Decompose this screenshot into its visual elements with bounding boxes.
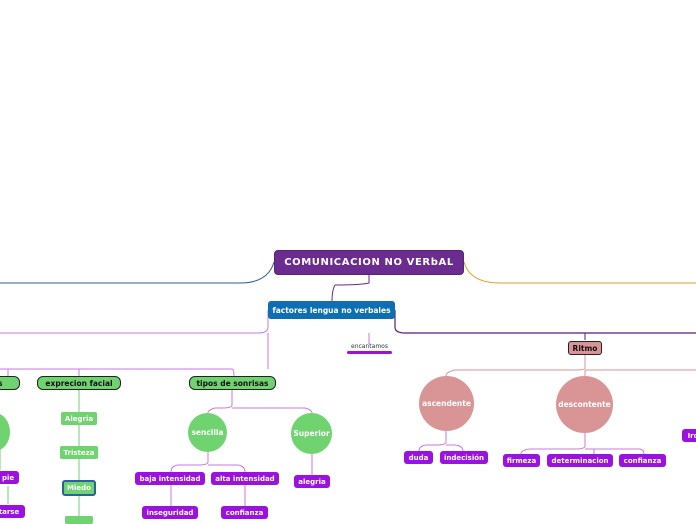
sencilla-child-alta[interactable]: alta intensidad [211,472,279,485]
sencilla-child-baja[interactable]: baja intensidad [135,472,205,485]
ritmo-ascendente[interactable]: ascendente [419,376,474,431]
floating-label[interactable]: encantamos [351,342,388,350]
superior-child-alegria[interactable]: alegria [294,475,330,488]
root-topic[interactable]: COMUNICACION NO VERbAL [274,250,464,275]
main-topic-factores[interactable]: factores lengua no verbales [268,301,395,319]
ascendente-child-duda[interactable]: duda [404,451,433,464]
expresion-item-partial[interactable] [65,516,93,524]
descontente-child-determinacion[interactable]: determinacion [547,454,613,467]
left-partial-item-2[interactable]: ntarse [0,505,25,518]
ritmo-descontente[interactable]: descontente [556,376,613,433]
expresion-item-miedo[interactable]: Miedo [62,480,96,496]
left-partial-circle[interactable] [0,413,10,451]
floating-label-underline [347,351,392,354]
baja-child-inseguridad[interactable]: inseguridad [142,506,198,519]
descontente-child-firmeza[interactable]: firmeza [503,454,540,467]
sonrisa-sencilla[interactable]: sencilla [188,413,227,452]
category-partial-left[interactable]: nos [0,376,20,390]
category-expresion-facial[interactable]: exprecion facial [37,376,121,390]
ascendente-child-indecision[interactable]: indecisión [440,451,488,464]
descontente-child-confianza[interactable]: confianza [619,454,666,467]
expresion-item-tristeza[interactable]: Tristeza [60,446,98,459]
category-ritmo[interactable]: Ritmo [568,341,602,355]
category-tipos-sonrisas[interactable]: tipos de sonrisas [189,376,276,390]
ritmo-partial-right[interactable]: Iro [682,429,696,442]
expresion-item-alegria[interactable]: Alegria [61,412,97,425]
sonrisa-superior[interactable]: Superior [291,413,332,454]
alta-child-confianza[interactable]: confianza [221,506,268,519]
left-partial-item-1[interactable]: e pie [0,471,19,484]
